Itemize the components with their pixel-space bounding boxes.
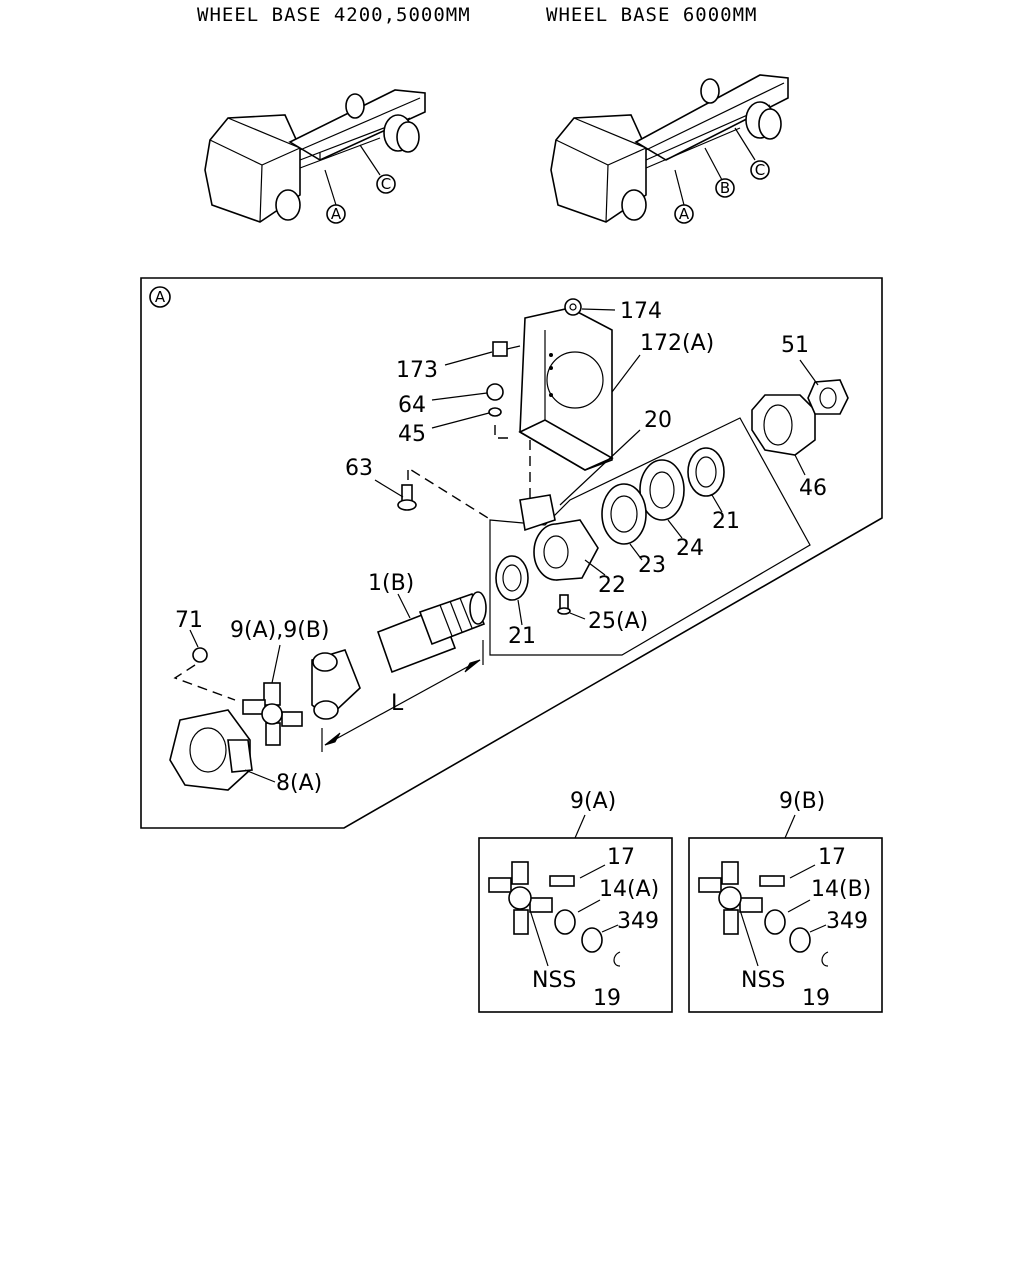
bracket-172: [518, 307, 614, 471]
detail-b-bearing-cap-14b: [764, 909, 786, 935]
title-wheelbase-4200-5000: WHEEL BASE 4200,5000MM: [197, 4, 471, 26]
detail-a-spider: [488, 861, 553, 935]
label-22: 22: [598, 573, 626, 598]
detail-a-title: 9(A): [570, 789, 616, 814]
detail-b-label-14b: 14(B): [811, 877, 871, 902]
svg-text:A: A: [155, 288, 166, 306]
svg-text:A: A: [331, 205, 342, 223]
nut-174: [564, 298, 582, 316]
label-64: 64: [398, 393, 426, 418]
main-panel-frame: [140, 277, 883, 829]
title-wheelbase-6000: WHEEL BASE 6000MM: [546, 4, 757, 26]
label-24: 24: [676, 536, 704, 561]
detail-a-bearing-cap-14a: [554, 909, 576, 935]
detail-b-title: 9(B): [779, 789, 825, 814]
callout-b-right: B: [715, 178, 735, 198]
flange-46: [751, 394, 816, 456]
callout-a-left: A: [326, 204, 346, 224]
label-173: 173: [396, 358, 438, 383]
detail-a-label-19: 19: [593, 986, 621, 1011]
universal-joint-9: [242, 682, 303, 746]
label-174: 174: [620, 299, 662, 324]
label-172a: 172(A): [640, 331, 714, 356]
truck-illustration-left: [204, 89, 426, 223]
label-45: 45: [398, 422, 426, 447]
callout-a-right: A: [674, 204, 694, 224]
bearing-23: [601, 483, 647, 545]
dimension-l: [321, 640, 484, 752]
detail-b-bearing-349: [789, 927, 811, 953]
detail-b-grease-fitting-17: [759, 875, 785, 887]
detail-a-label-nss: NSS: [532, 968, 576, 993]
propeller-shaft-1b: [376, 591, 487, 674]
nut-71: [192, 647, 208, 663]
svg-text:A: A: [679, 205, 690, 223]
detail-b-label-349: 349: [826, 909, 868, 934]
svg-text:B: B: [720, 179, 730, 197]
label-20: 20: [644, 408, 672, 433]
label-23: 23: [638, 553, 666, 578]
nut-51: [807, 379, 849, 415]
nut-64: [486, 383, 504, 401]
detail-b-spider: [698, 861, 763, 935]
detail-a-snap-ring-19: [613, 951, 621, 967]
label-71: 71: [175, 608, 203, 633]
callout-c-right: C: [750, 160, 770, 180]
detail-b-snap-ring-19: [821, 951, 829, 967]
truck-illustration-right: [550, 74, 789, 223]
panel-marker-a: A: [149, 286, 171, 308]
detail-b-label-nss: NSS: [741, 968, 785, 993]
detail-b-label-17: 17: [818, 845, 846, 870]
detail-a-label-14a: 14(A): [599, 877, 659, 902]
detail-a-bearing-349: [581, 927, 603, 953]
detail-a-label-349: 349: [617, 909, 659, 934]
label-63: 63: [345, 456, 373, 481]
label-21-right: 21: [712, 509, 740, 534]
detail-a-label-17: 17: [607, 845, 635, 870]
flange-yoke-8a: [169, 709, 253, 791]
bolt-173: [492, 341, 521, 357]
label-8a: 8(A): [276, 771, 322, 796]
label-l: L: [391, 691, 404, 716]
bearing-housing-22: [519, 494, 599, 581]
detail-b-label-19: 19: [802, 986, 830, 1011]
label-21-left: 21: [508, 624, 536, 649]
label-46: 46: [799, 476, 827, 501]
label-1b: 1(B): [368, 571, 414, 596]
detail-a-grease-fitting-17: [549, 875, 575, 887]
label-9a-9b: 9(A),9(B): [230, 618, 329, 643]
callout-c-left: C: [376, 174, 396, 194]
washer-45: [488, 407, 502, 417]
seal-21-right: [687, 447, 725, 497]
svg-text:C: C: [381, 175, 391, 193]
detail-a-frame: [478, 837, 673, 1013]
detail-b-frame: [688, 837, 883, 1013]
label-25a: 25(A): [588, 609, 648, 634]
grease-nipple-25: [557, 594, 571, 615]
bolt-63: [397, 484, 417, 511]
seal-21-left: [495, 555, 529, 601]
svg-text:C: C: [755, 161, 765, 179]
label-51: 51: [781, 333, 809, 358]
seal-24: [639, 459, 685, 521]
shaft-yoke: [311, 649, 361, 720]
